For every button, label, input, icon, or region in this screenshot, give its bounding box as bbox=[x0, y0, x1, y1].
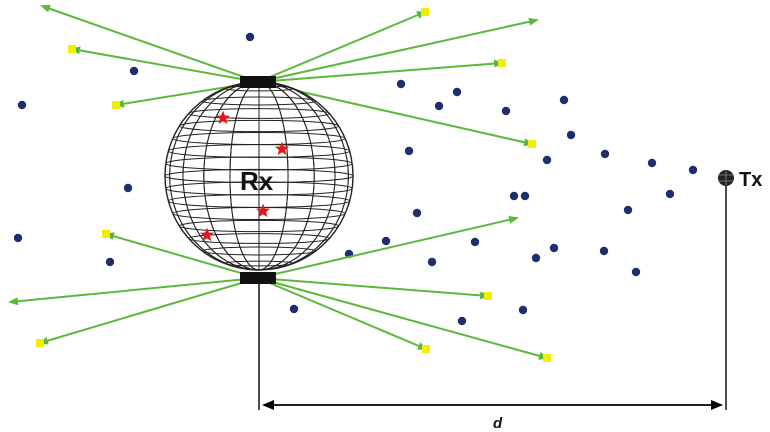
ray-arrow bbox=[257, 17, 539, 83]
particle-dot bbox=[457, 316, 467, 326]
particle-dot bbox=[566, 130, 576, 140]
star-icon bbox=[215, 110, 231, 125]
ray-arrow bbox=[104, 232, 259, 279]
ray-endpoint-square bbox=[528, 140, 536, 148]
longitude-line bbox=[229, 82, 289, 270]
particle-dot bbox=[631, 267, 641, 277]
absorbed-markers-layer bbox=[199, 110, 290, 242]
particle-dot bbox=[396, 79, 406, 89]
particle-dot bbox=[427, 257, 437, 267]
rays-layer bbox=[8, 4, 551, 362]
particle-dot bbox=[470, 237, 480, 247]
particle-dot bbox=[434, 101, 444, 111]
particle-dot bbox=[123, 183, 133, 193]
ray-endpoint-square bbox=[421, 8, 429, 16]
star-icon bbox=[255, 203, 271, 218]
ray-arrow bbox=[38, 277, 259, 345]
particle-dot bbox=[105, 257, 115, 267]
particle-dot bbox=[600, 149, 610, 159]
ray-arrow bbox=[257, 277, 549, 360]
transmitter bbox=[718, 170, 734, 186]
particle-dot bbox=[665, 189, 675, 199]
ray-endpoint-square bbox=[112, 101, 120, 109]
receiver-top-cap bbox=[240, 76, 276, 88]
ray-endpoint-square bbox=[498, 59, 506, 67]
particle-dot bbox=[688, 165, 698, 175]
particle-dot bbox=[559, 95, 569, 105]
particles-layer bbox=[13, 32, 698, 326]
longitude-line bbox=[203, 82, 315, 270]
particle-dot bbox=[289, 304, 299, 314]
ray-endpoint-square bbox=[102, 230, 110, 238]
particle-dot bbox=[129, 66, 139, 76]
ray-arrow bbox=[40, 4, 259, 83]
star-icon bbox=[274, 141, 290, 156]
ray-arrow bbox=[257, 277, 428, 350]
ray-endpoint-square bbox=[543, 354, 551, 362]
particle-dot bbox=[542, 155, 552, 165]
particle-dot bbox=[501, 106, 511, 116]
particle-dot bbox=[17, 100, 27, 110]
ray-arrow bbox=[257, 215, 519, 279]
particle-dot bbox=[623, 205, 633, 215]
longitude-line bbox=[169, 82, 349, 270]
particle-dot bbox=[509, 191, 519, 201]
particle-dot bbox=[531, 253, 541, 263]
particle-dot bbox=[245, 32, 255, 42]
particle-dot bbox=[549, 243, 559, 253]
longitude-line bbox=[182, 82, 336, 270]
ray-arrow bbox=[257, 11, 427, 83]
ray-endpoint-square bbox=[484, 292, 492, 300]
distance-dimension bbox=[258, 186, 727, 410]
ray-arrow bbox=[70, 46, 259, 83]
particle-dot bbox=[518, 305, 528, 315]
particle-dot bbox=[599, 246, 609, 256]
particle-dot bbox=[520, 191, 530, 201]
transmitter-label: Tx bbox=[739, 169, 762, 191]
particle-dot bbox=[452, 87, 462, 97]
star-icon bbox=[199, 227, 215, 242]
ray-endpoint-square bbox=[422, 345, 430, 353]
particle-dot bbox=[412, 208, 422, 218]
ray-arrow bbox=[257, 81, 534, 147]
receiver-bottom-cap bbox=[240, 272, 276, 284]
ray-endpoint-square bbox=[68, 45, 76, 53]
particle-dot bbox=[381, 236, 391, 246]
receiver-label: Rx bbox=[240, 166, 274, 196]
particle-dot bbox=[647, 158, 657, 168]
ray-arrow bbox=[257, 59, 504, 83]
particle-dot bbox=[13, 233, 23, 243]
ray-arrow bbox=[257, 277, 490, 300]
particle-dot bbox=[404, 146, 414, 156]
ray-arrow bbox=[8, 277, 259, 306]
ray-endpoint-square bbox=[36, 339, 44, 347]
distance-label: d bbox=[493, 415, 503, 432]
